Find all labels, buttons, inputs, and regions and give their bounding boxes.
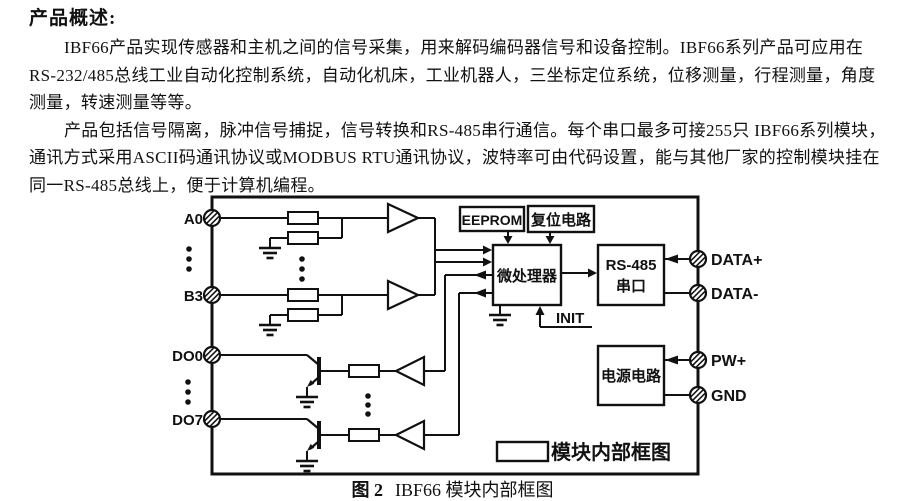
rs485-block (596, 243, 666, 307)
terminal-label-data-minus: DATA- (711, 286, 758, 303)
terminal-label-a0: A0 (184, 211, 203, 228)
input-buffer-a (386, 202, 421, 234)
mcu-label: 微处理器 (496, 267, 558, 285)
paragraph2-line2: 通讯方式采用ASCII码通讯协议或MODBUS RTU通讯协议，波特率可由代码设… (29, 148, 880, 168)
reset-circuit-label: 复位电路 (530, 211, 592, 229)
terminal-label-pw-plus: PW+ (711, 353, 746, 370)
terminal-gnd (688, 385, 708, 405)
mcu-block (491, 243, 563, 307)
input-buffer-b (386, 279, 421, 311)
terminal-do0 (202, 345, 222, 365)
output-driver-do7 (393, 419, 426, 451)
rs485-label-line2: 串口 (616, 277, 646, 295)
resistors (287, 211, 380, 442)
power-circuit-label: 电源电路 (601, 367, 662, 385)
figure-title: IBF66 模块内部框图 (394, 480, 554, 500)
paragraph2-line3: 同一RS-485总线上，便于计算机编程。 (29, 175, 325, 195)
figure-number: 图 2 (351, 480, 383, 500)
power-circuit-block (596, 344, 666, 407)
buffer-amps (386, 202, 426, 451)
terminal-label-b3: B3 (184, 288, 203, 305)
internal-diagram-label: 模块内部框图 (551, 440, 671, 464)
init-label: INIT (556, 310, 584, 327)
paragraph2-line1: 产品包括信号隔离，脉冲信号捕捉，信号转换和RS-485串行通信。每个串口最多可接… (64, 120, 886, 140)
ellipsis-dots (185, 246, 371, 417)
rs485-label-line1: RS-485 (606, 257, 657, 274)
terminal-label-do7: DO7 (172, 412, 203, 429)
terminal-label-data-plus: DATA+ (711, 252, 762, 269)
figure-caption: 图 2 IBF66 模块内部框图 (0, 476, 905, 501)
section-heading: 产品概述: (29, 8, 117, 29)
paragraph1-line1: IBF66产品实现传感器和主机之间的信号采集，用来解码编码器信号和设备控制。IB… (64, 38, 864, 57)
terminal-data-plus (688, 249, 708, 269)
redacted-box (495, 440, 550, 463)
wires (220, 217, 690, 436)
paragraph1-line2: RS-232/485总线工业自动化控制系统，自动化机床，工业机器人，三坐标定位系… (29, 65, 876, 85)
terminal-do7 (202, 409, 222, 429)
terminal-data-minus (688, 283, 708, 303)
terminal-b3 (202, 285, 222, 305)
output-driver-do0 (393, 355, 426, 387)
paragraph1-line3: 测量，转速测量等等。 (29, 93, 202, 113)
reset-circuit-block (526, 204, 596, 234)
terminal-pw-plus (688, 350, 708, 370)
overview-section: 产品概述: IBF66产品实现传感器和主机之间的信号采集，用来解码编码器信号和设… (29, 4, 895, 200)
terminal-label-do0: DO0 (172, 348, 203, 365)
eeprom-label: EEPROM (462, 212, 523, 228)
eeprom-block (458, 205, 526, 233)
terminal-a0 (202, 208, 222, 228)
arrowheads (474, 236, 678, 365)
terminal-label-gnd: GND (711, 388, 747, 405)
